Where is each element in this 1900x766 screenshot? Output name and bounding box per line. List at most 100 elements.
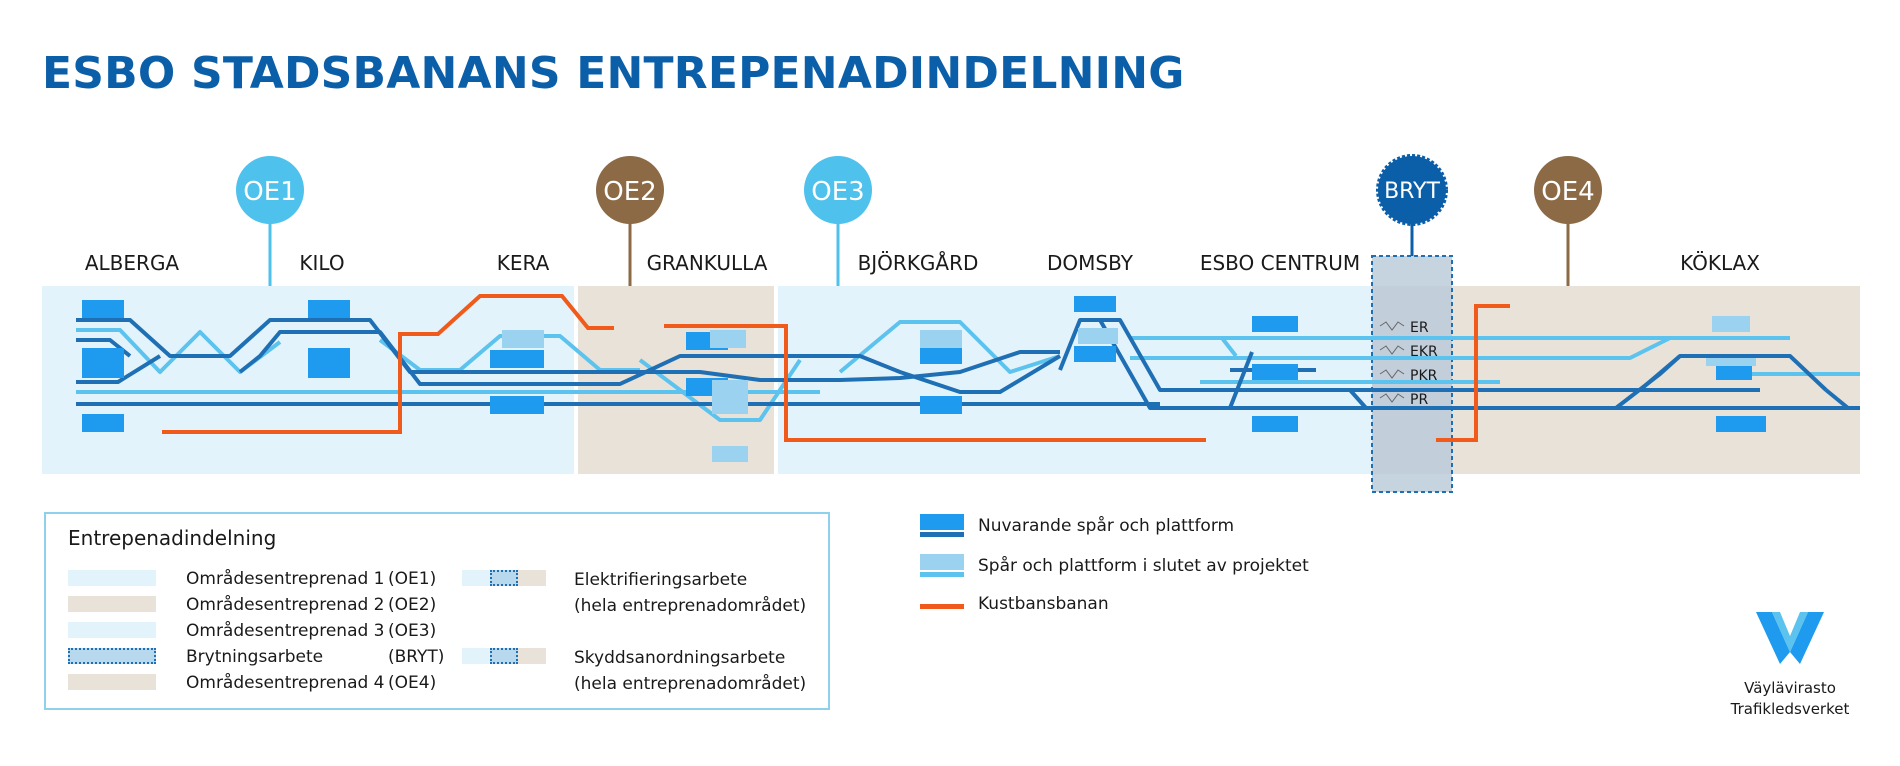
legend-current-line	[920, 532, 964, 537]
platform-current	[308, 348, 350, 378]
platform-current	[1252, 364, 1298, 380]
station-grankulla: GRANKULLA	[647, 251, 768, 275]
platform-current	[82, 348, 124, 378]
legend-swatch-oe4	[68, 674, 156, 690]
current-track-8	[1228, 351, 1254, 409]
platform-future	[712, 380, 748, 414]
area-bryt	[1371, 255, 1453, 493]
legend-swatch-oe3	[68, 622, 156, 638]
legend-future-swatch	[920, 554, 964, 570]
legend-area-code: (OE3)	[388, 621, 437, 641]
legend-work-scope: (hela entreprenadområdet)	[574, 596, 807, 616]
current-track-7	[1098, 319, 1860, 410]
platform-future	[920, 330, 962, 348]
station-esbo-centrum: ESBO CENTRUM	[1200, 251, 1360, 275]
wire-symbol	[1379, 321, 1405, 331]
wire-label-pr: PR	[1410, 392, 1428, 408]
coastal-line-1	[162, 294, 614, 434]
marker-oe2-label: OE2	[603, 177, 656, 207]
future-track-10	[1220, 336, 1238, 358]
legend-swatch-protection-dotted	[490, 648, 518, 664]
platform-current	[490, 350, 544, 368]
wire-label-er: ER	[1410, 320, 1429, 336]
current-track-4	[238, 330, 1062, 394]
legend-swatch-electrification	[462, 570, 490, 586]
station-bjorkgard: BJÖRKGÅRD	[858, 251, 979, 275]
platform-future	[712, 446, 748, 462]
station-koklax: KÖKLAX	[1680, 251, 1760, 275]
marker-oe2	[596, 156, 664, 224]
wire-label-pkr: PKR	[1410, 368, 1438, 384]
platform-current	[308, 300, 350, 318]
current-track-6	[1058, 318, 1760, 392]
legend-current-swatch	[920, 514, 964, 530]
legend-work-name: Elektrifieringsarbete	[574, 570, 748, 590]
station-kilo: KILO	[299, 251, 344, 275]
platform-future	[1712, 316, 1750, 332]
legend-area-name: Områdesentreprenad 4	[186, 673, 385, 693]
legend-swatch-protection	[462, 648, 490, 664]
marker-oe1	[236, 156, 304, 224]
logo-line1: Väylävirasto	[1744, 679, 1836, 697]
current-track-1	[76, 318, 1060, 382]
platform-current	[490, 396, 544, 414]
page-title: ESBO STADSBANANS ENTREPENADINDELNING	[42, 48, 1185, 99]
coastal-line-2	[664, 324, 1206, 442]
vaylavirasto-logo-icon	[1756, 612, 1824, 664]
future-track-7	[1130, 336, 1671, 360]
platform-current	[1074, 346, 1116, 362]
platform-current	[920, 396, 962, 414]
legend-current-track: Nuvarande spår och plattform	[978, 516, 1235, 536]
legend-swatch-bryt	[68, 648, 156, 664]
legend-swatch-protection-beige	[518, 648, 546, 664]
future-track-5	[838, 320, 1061, 374]
coastal-line-3	[1436, 304, 1510, 442]
station-alberga: ALBERGA	[85, 251, 180, 275]
wire-symbol	[1379, 369, 1405, 379]
legend-work-scope: (hela entreprenadområdet)	[574, 674, 807, 694]
wire-symbol	[1379, 393, 1405, 403]
legend-future-track: Spår och plattform i slutet av projektet	[978, 556, 1309, 576]
station-kera: KERA	[497, 251, 550, 275]
platform-current	[82, 300, 124, 318]
legend-future-line	[920, 572, 964, 577]
legend-box: Entrepenadindelning Områdesentreprenad 1…	[44, 512, 830, 710]
legend-swatch-electrification-dotted	[490, 570, 518, 586]
platform-current	[1074, 296, 1116, 312]
logo-line2: Trafikledsverket	[1730, 700, 1850, 718]
legend-area-name: Områdesentreprenad 3	[186, 621, 385, 641]
platform-current	[1252, 316, 1298, 332]
logo: Väylävirasto Trafikledsverket	[1720, 606, 1860, 720]
legend-title: Entrepenadindelning	[68, 526, 277, 550]
current-track-3	[76, 354, 162, 384]
wire-symbol	[1379, 345, 1405, 355]
legend-coastal-line	[920, 604, 964, 609]
legend-area-code: (OE2)	[388, 595, 437, 615]
current-track-9	[1348, 388, 1368, 410]
marker-oe1-label: OE1	[243, 177, 296, 207]
legend-swatch-oe1	[68, 570, 156, 586]
platform-future	[710, 330, 746, 348]
platform-current	[1716, 364, 1752, 380]
legend-swatch-electrification-beige	[518, 570, 546, 586]
platform-future	[502, 330, 544, 348]
legend-area-code: (OE1)	[388, 569, 437, 589]
platform-current	[1252, 416, 1298, 432]
marker-bryt	[1376, 154, 1448, 226]
legend-area-code: (OE4)	[388, 673, 437, 693]
wire-label-ekr: EKR	[1410, 344, 1438, 360]
current-track-11	[1614, 354, 1682, 410]
legend-area-name: Brytningsarbete	[186, 647, 324, 667]
legend-area-code: (BRYT)	[388, 647, 445, 667]
legend-area-name: Områdesentreprenad 1	[186, 569, 385, 589]
marker-oe3	[804, 156, 872, 224]
current-track-12	[1824, 388, 1850, 410]
legend-coastal-line: Kustbansbanan	[978, 594, 1109, 614]
legend-work-name: Skyddsanordningsarbete	[574, 648, 786, 668]
platform-current	[82, 414, 124, 432]
platform-current	[1716, 416, 1766, 432]
legend-area-name: Områdesentreprenad 2	[186, 595, 385, 615]
platform-future	[1706, 358, 1756, 366]
marker-bryt-label: BRYT	[1384, 179, 1440, 204]
